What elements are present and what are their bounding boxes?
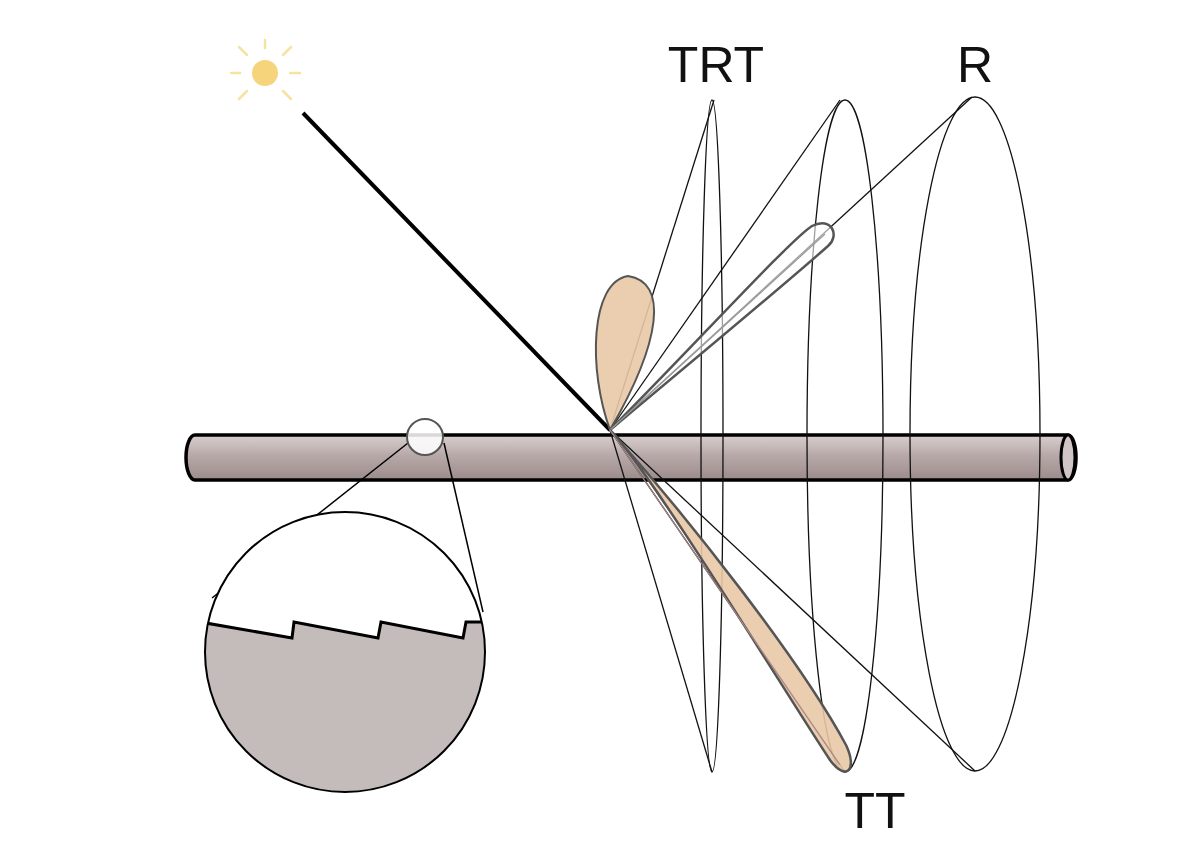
component-label: R (957, 40, 993, 90)
scattering-lobes (596, 223, 851, 771)
component-label: TT (844, 786, 905, 836)
incident-ray (303, 113, 610, 430)
scattering-cones (610, 97, 1040, 772)
light-source (231, 40, 300, 99)
component-label: TRT (668, 40, 764, 90)
cuticle-magnifier (200, 419, 495, 800)
